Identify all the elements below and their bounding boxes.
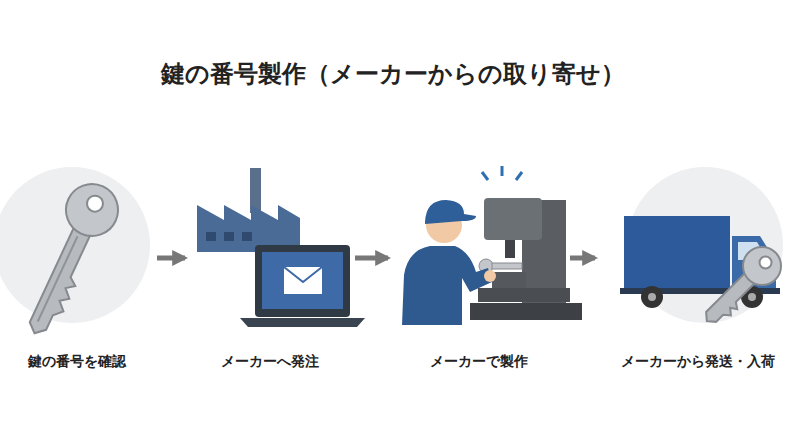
machine-icon: [470, 166, 582, 320]
key-icon: [11, 175, 127, 344]
laptop-icon: [240, 245, 365, 327]
factory-window: [242, 232, 252, 241]
worker-cap: [425, 200, 476, 224]
machine-vise: [492, 272, 526, 288]
laptop-base: [240, 318, 365, 327]
step-box: メーカーへ発注: [190, 165, 350, 370]
worker-hand: [484, 270, 496, 282]
factory-window: [224, 232, 234, 241]
worker-icon: [402, 200, 496, 325]
flow-arrow: [570, 256, 595, 261]
signal-line: [482, 172, 488, 180]
worker-body: [402, 246, 492, 325]
key-groove: [38, 236, 78, 321]
machine-table: [478, 288, 570, 302]
factory-icon: [197, 168, 300, 252]
wheel-hub: [648, 293, 656, 301]
envelope-flap: [284, 267, 322, 282]
step-caption: 鍵の番号を確認: [26, 352, 128, 370]
step-caption: メーカーへ発注: [219, 352, 321, 370]
diagram-title: 鍵の番号製作（メーカーからの取り寄せ）: [0, 58, 785, 90]
key-bow: [735, 239, 789, 293]
laptop-display: [262, 252, 343, 309]
key-hole: [84, 193, 105, 214]
key-blade: [492, 263, 522, 269]
key-blade: [26, 224, 99, 340]
wheel-hub: [748, 293, 756, 301]
machine-base: [470, 303, 582, 320]
truck-wheel: [641, 286, 663, 308]
signal-line: [516, 172, 522, 180]
step-caption: メーカーから発送・入荷: [619, 352, 777, 370]
machine-spindle: [505, 240, 515, 258]
signal-line: [501, 166, 504, 176]
key-icon: [693, 239, 788, 334]
key-bow: [57, 175, 126, 244]
machine-head: [484, 198, 542, 240]
truck-cargo: [624, 216, 730, 290]
flow-arrow: [157, 256, 185, 261]
key-hole: [757, 254, 774, 271]
factory-window: [206, 232, 216, 241]
laptop-screen: [255, 245, 350, 317]
step-box: メーカーから発送・入荷: [600, 165, 796, 370]
step-box: メーカーで製作: [393, 165, 565, 370]
step-box: 鍵の番号を確認: [2, 165, 152, 370]
flow-arrow: [355, 256, 388, 261]
step-caption: メーカーで製作: [428, 352, 530, 370]
factory-building: [197, 205, 300, 252]
envelope: [284, 267, 322, 294]
